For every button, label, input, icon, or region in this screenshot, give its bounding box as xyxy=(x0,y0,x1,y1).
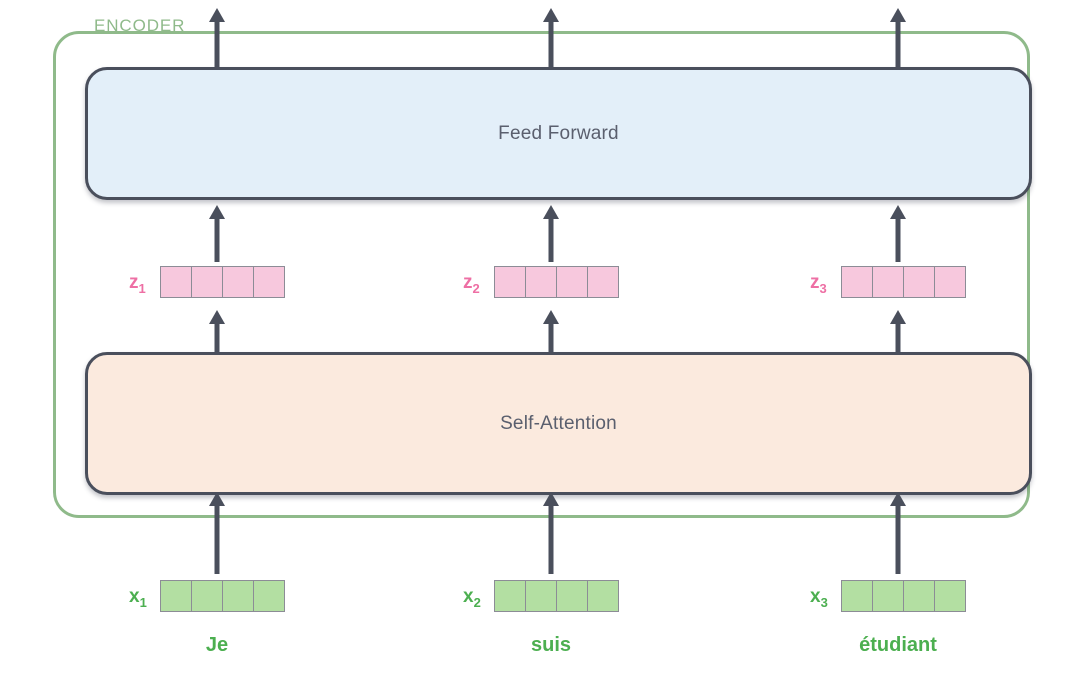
arrow-z-to-feed-forward-2 xyxy=(543,205,559,262)
self-attention-label: Self-Attention xyxy=(500,412,617,434)
x-label-2: x2 xyxy=(463,586,481,610)
arrow-head-icon xyxy=(209,492,225,506)
word-token-1: Je xyxy=(205,634,229,656)
arrow-feed-forward-output-2 xyxy=(543,8,559,68)
arrow-input-to-self-attention-3 xyxy=(890,492,906,574)
arrow-shaft xyxy=(214,218,220,262)
word-token-2: suis xyxy=(530,634,572,656)
z-vector-2-cell xyxy=(525,266,557,298)
arrow-z-to-feed-forward-3 xyxy=(890,205,906,262)
arrow-head-icon xyxy=(543,205,559,219)
arrow-shaft xyxy=(895,218,901,262)
x-vector-3-cell xyxy=(903,580,935,612)
z-vector-2-cell xyxy=(556,266,588,298)
arrow-self-attention-to-z-2 xyxy=(543,310,559,354)
feed-forward-box: Feed Forward xyxy=(85,67,1032,200)
x-vector-3-cell xyxy=(841,580,873,612)
arrow-shaft xyxy=(548,21,554,68)
arrow-head-icon xyxy=(890,492,906,506)
arrow-head-icon xyxy=(209,205,225,219)
x-vector-1-cell xyxy=(253,580,285,612)
z-vector-3-cell xyxy=(934,266,966,298)
x-vector-1-cell xyxy=(191,580,223,612)
x-vector-2-cell xyxy=(494,580,526,612)
z-vector-3-cell xyxy=(872,266,904,298)
z-label-3: z3 xyxy=(810,272,827,296)
arrow-shaft xyxy=(214,505,220,574)
arrow-shaft xyxy=(895,21,901,68)
x-vector-3 xyxy=(841,580,966,612)
arrow-head-icon xyxy=(543,310,559,324)
z-vector-2-cell xyxy=(494,266,526,298)
z-label-2: z2 xyxy=(463,272,480,296)
arrow-head-icon xyxy=(890,8,906,22)
arrow-shaft xyxy=(895,505,901,574)
x-vector-2-cell xyxy=(556,580,588,612)
x-vector-2 xyxy=(494,580,619,612)
arrow-shaft xyxy=(895,323,901,354)
arrow-shaft xyxy=(214,21,220,68)
x-vector-2-cell xyxy=(587,580,619,612)
arrow-shaft xyxy=(548,505,554,574)
arrow-input-to-self-attention-2 xyxy=(543,492,559,574)
z-vector-1-cell xyxy=(160,266,192,298)
z-vector-1-cell xyxy=(253,266,285,298)
arrow-head-icon xyxy=(209,310,225,324)
x-label-3: x3 xyxy=(810,586,828,610)
feed-forward-label: Feed Forward xyxy=(498,122,619,144)
arrow-self-attention-to-z-1 xyxy=(209,310,225,354)
z-vector-1-cell xyxy=(191,266,223,298)
arrow-shaft xyxy=(214,323,220,354)
z-vector-3-cell xyxy=(841,266,873,298)
z-vector-1-cell xyxy=(222,266,254,298)
z-vector-2-cell xyxy=(587,266,619,298)
self-attention-box: Self-Attention xyxy=(85,352,1032,495)
z-vector-3-cell xyxy=(903,266,935,298)
z-vector-1 xyxy=(160,266,285,298)
word-token-3: étudiant xyxy=(859,634,937,656)
z-vector-2 xyxy=(494,266,619,298)
x-vector-1 xyxy=(160,580,285,612)
x-vector-3-cell xyxy=(934,580,966,612)
arrow-z-to-feed-forward-1 xyxy=(209,205,225,262)
arrow-head-icon xyxy=(543,8,559,22)
x-vector-3-cell xyxy=(872,580,904,612)
arrow-shaft xyxy=(548,218,554,262)
arrow-input-to-self-attention-1 xyxy=(209,492,225,574)
arrow-shaft xyxy=(548,323,554,354)
arrow-feed-forward-output-3 xyxy=(890,8,906,68)
z-label-1: z1 xyxy=(129,272,146,296)
arrow-head-icon xyxy=(890,205,906,219)
x-vector-1-cell xyxy=(222,580,254,612)
encoder-frame xyxy=(53,31,1030,518)
x-vector-2-cell xyxy=(525,580,557,612)
z-vector-3 xyxy=(841,266,966,298)
arrow-head-icon xyxy=(209,8,225,22)
x-label-1: x1 xyxy=(129,586,147,610)
arrow-self-attention-to-z-3 xyxy=(890,310,906,354)
x-vector-1-cell xyxy=(160,580,192,612)
arrow-feed-forward-output-1 xyxy=(209,8,225,68)
encoder-label: ENCODER xyxy=(94,16,186,35)
arrow-head-icon xyxy=(543,492,559,506)
arrow-head-icon xyxy=(890,310,906,324)
